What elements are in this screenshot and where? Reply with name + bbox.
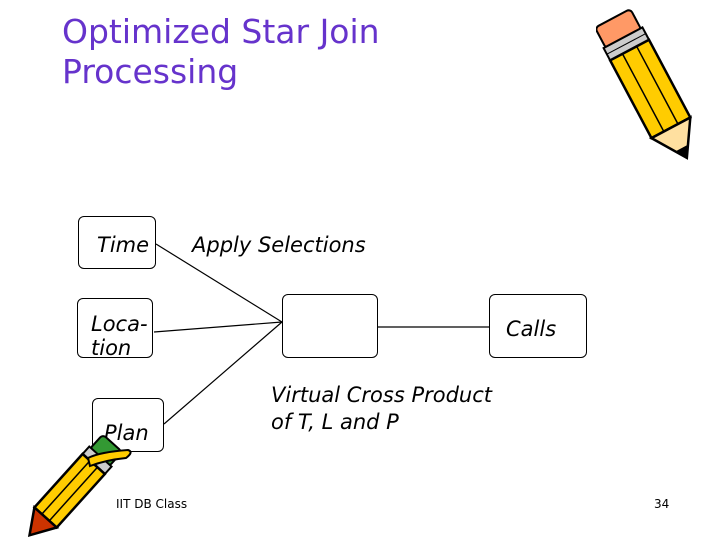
footer-course-label: IIT DB Class (116, 497, 188, 511)
cross-product-box (282, 294, 378, 358)
pencil-icon (596, 9, 693, 160)
virtual-label-line-2: of T, L and P (271, 410, 399, 434)
location-label-line-1: Loca- (91, 312, 148, 336)
connector-time (155, 243, 283, 323)
location-box-frame (77, 298, 153, 358)
title-line-1: Optimized Star Join (62, 12, 380, 51)
location-box: Loca- tion (76, 297, 154, 360)
apply-selections-label: Apply Selections (192, 233, 366, 257)
slide-title: Optimized Star Join Processing (62, 12, 582, 92)
connector-plan (163, 321, 283, 425)
pencil-icon (27, 435, 132, 538)
calls-label: Calls (506, 317, 557, 341)
location-label-line-2: tion (91, 336, 132, 360)
time-label: Time (97, 233, 150, 257)
connector-location (153, 321, 283, 333)
virtual-cross-product-label: Virtual Cross Product of T, L and P (271, 382, 531, 436)
page-number: 34 (654, 497, 670, 511)
calls-box: Calls (489, 294, 587, 358)
title-line-2: Processing (62, 52, 239, 91)
virtual-label-line-1: Virtual Cross Product (271, 383, 493, 407)
time-box: Time (78, 216, 156, 269)
